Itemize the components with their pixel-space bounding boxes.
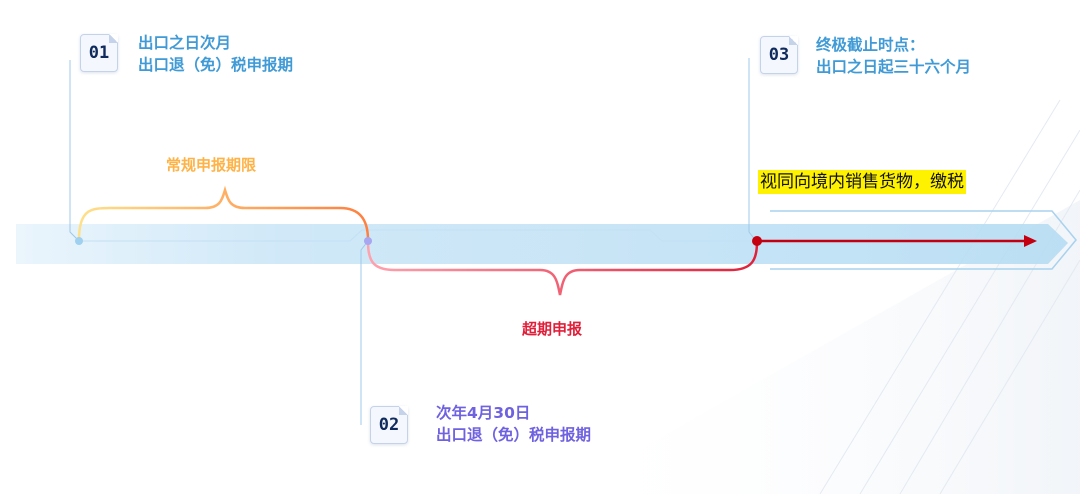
badge-02: 02 [370,406,408,444]
regular-period-label: 常规申报期限 [166,156,257,174]
regular-period-bracket [77,185,370,241]
milestone-03-text: 终极截止时点： 出口之日起三十六个月 [816,34,971,78]
point-03 [752,236,762,246]
band-circuit-line [80,229,1030,242]
deemed-domestic-sale-highlight: 视同向境内销售货物，缴税 [758,170,966,194]
overdue-period-bracket [366,241,759,296]
milestone-02-text: 次年4月30日 出口退（免）税申报期 [436,402,591,446]
arrow-head [1024,235,1037,247]
milestone-03-line1: 终极截止时点： [816,36,925,54]
milestone-02-line1: 次年4月30日 [436,404,531,422]
badge-01: 01 [80,34,118,72]
band-outline [770,210,1077,270]
badge-03: 03 [760,36,798,74]
milestone-01-text: 出口之日次月 出口退（免）税申报期 [138,32,293,76]
point-01 [75,237,83,245]
milestone-01-line1: 出口之日次月 [138,34,232,52]
point-02 [364,237,372,245]
background-building [560,99,1080,494]
milestone-03-line2: 出口之日起三十六个月 [816,58,972,76]
timeline-band [16,224,1068,264]
milestone-02-line2: 出口退（免）税申报期 [436,426,592,444]
overdue-period-label: 超期申报 [522,320,583,338]
milestone-01-line2: 出口退（免）税申报期 [138,56,294,74]
